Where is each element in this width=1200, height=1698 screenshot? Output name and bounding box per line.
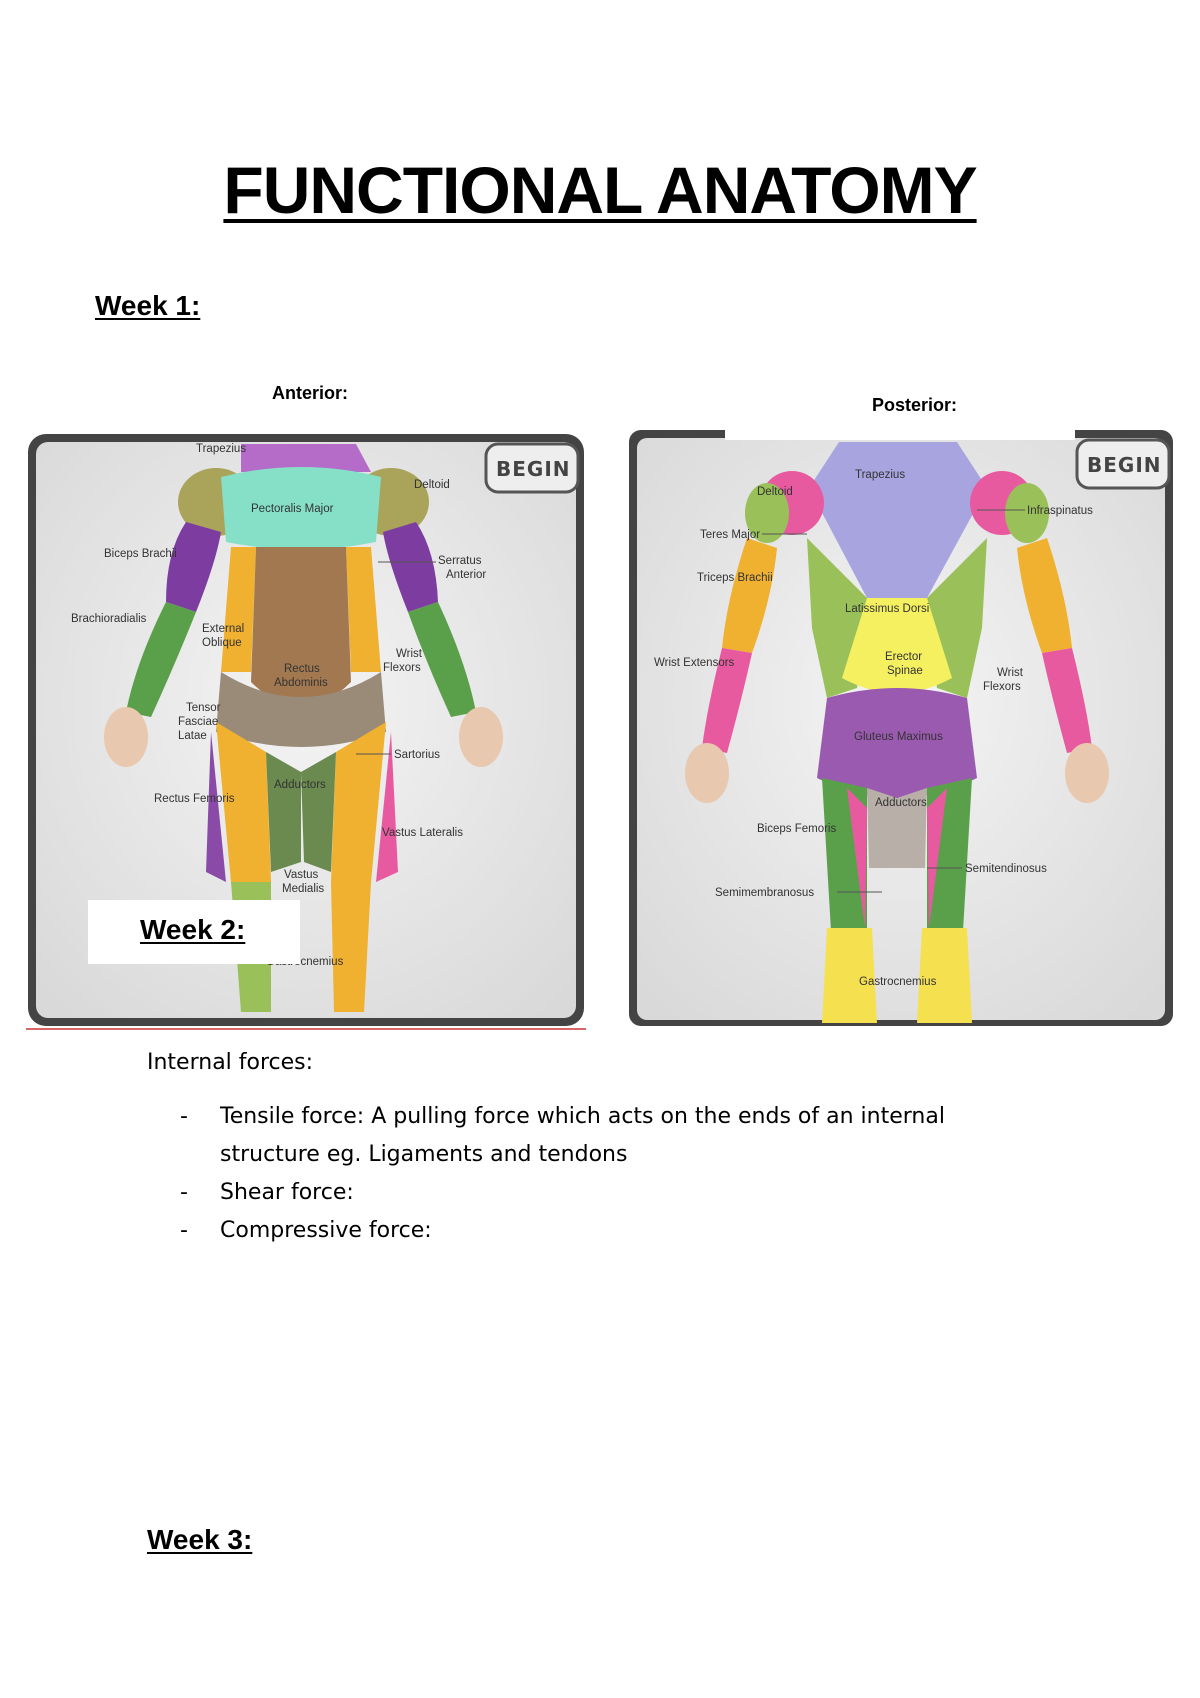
label-triceps: Triceps Brachii [697,572,773,584]
label-biceps-femoris: Biceps Femoris [757,823,836,835]
label-semimembranosus: Semimembranosus [715,887,814,899]
svg-text:Fasciae: Fasciae [178,716,218,728]
label-biceps: Biceps Brachii [104,548,177,560]
label-trapezius: Trapezius [855,469,905,481]
label-erector-spinae: Erector [885,651,922,663]
list-item: - Compressive force: [180,1218,432,1243]
anterior-muscle-figure: BEGIN Trapezius Deltoid Pectoralis Major… [26,432,586,1030]
label-rectus-abdominis: Rectus [284,663,320,675]
posterior-muscle-figure: BEGIN Trapezius Deltoid Infraspinatus Te… [627,428,1175,1028]
week-3-heading: Week 3: [147,1524,253,1555]
page-title: FUNCTIONAL ANATOMY [223,153,977,227]
label-serratus: Serratus [438,555,482,567]
label-trapezius: Trapezius [196,443,246,455]
week-1-heading: Week 1: [95,290,201,321]
svg-text:BEGIN: BEGIN [1087,453,1162,477]
label-infraspinatus: Infraspinatus [1027,505,1093,517]
label-vastus-medialis: Vastus [284,869,319,881]
label-brachioradialis: Brachioradialis [71,613,147,625]
label-deltoid: Deltoid [757,486,793,498]
label-gluteus: Gluteus Maximus [854,731,943,743]
label-vastus-lateralis: Vastus Lateralis [382,827,463,839]
svg-text:Oblique: Oblique [202,637,242,649]
svg-text:Spinae: Spinae [887,665,923,677]
label-adductors: Adductors [274,779,326,791]
label-pectoralis: Pectoralis Major [251,503,334,515]
list-item: - Tensile force: A pulling force which a… [180,1104,945,1167]
svg-text:Medialis: Medialis [282,883,324,895]
label-deltoid: Deltoid [414,479,450,491]
svg-text:Flexors: Flexors [383,662,421,674]
posterior-label: Posterior: [872,395,958,415]
label-teres-major: Teres Major [700,529,760,541]
anterior-label: Anterior: [272,383,348,403]
label-rectus-femoris: Rectus Femoris [154,793,235,805]
internal-forces-heading: Internal forces: [147,1050,314,1075]
label-wrist-extensors: Wrist Extensors [654,657,735,669]
label-adductors: Adductors [875,797,927,809]
begin-button[interactable]: BEGIN [484,442,580,494]
svg-text:Abdominis: Abdominis [274,677,328,689]
label-semitendinosus: Semitendinosus [965,863,1047,875]
svg-text:Latae: Latae [178,730,207,742]
label-gastrocnemius: Gastrocnemius [859,976,937,988]
label-wrist-flexors: Wrist [997,667,1024,679]
week-2-box: Week 2: [88,900,300,964]
svg-text:BEGIN: BEGIN [496,457,571,481]
label-external-oblique: External [202,623,244,635]
label-tensor: Tensor [186,702,221,714]
begin-button[interactable]: BEGIN [1075,438,1171,490]
list-item: - Shear force: [180,1180,354,1205]
label-wrist-flexors: Wrist [396,648,423,660]
svg-text:Anterior: Anterior [446,569,486,581]
svg-text:Flexors: Flexors [983,681,1021,693]
forces-list: - Tensile force: A pulling force which a… [180,1098,1030,1250]
label-sartorius: Sartorius [394,749,440,761]
label-latissimus: Latissimus Dorsi [845,603,929,615]
week-2-heading: Week 2: [140,914,246,945]
